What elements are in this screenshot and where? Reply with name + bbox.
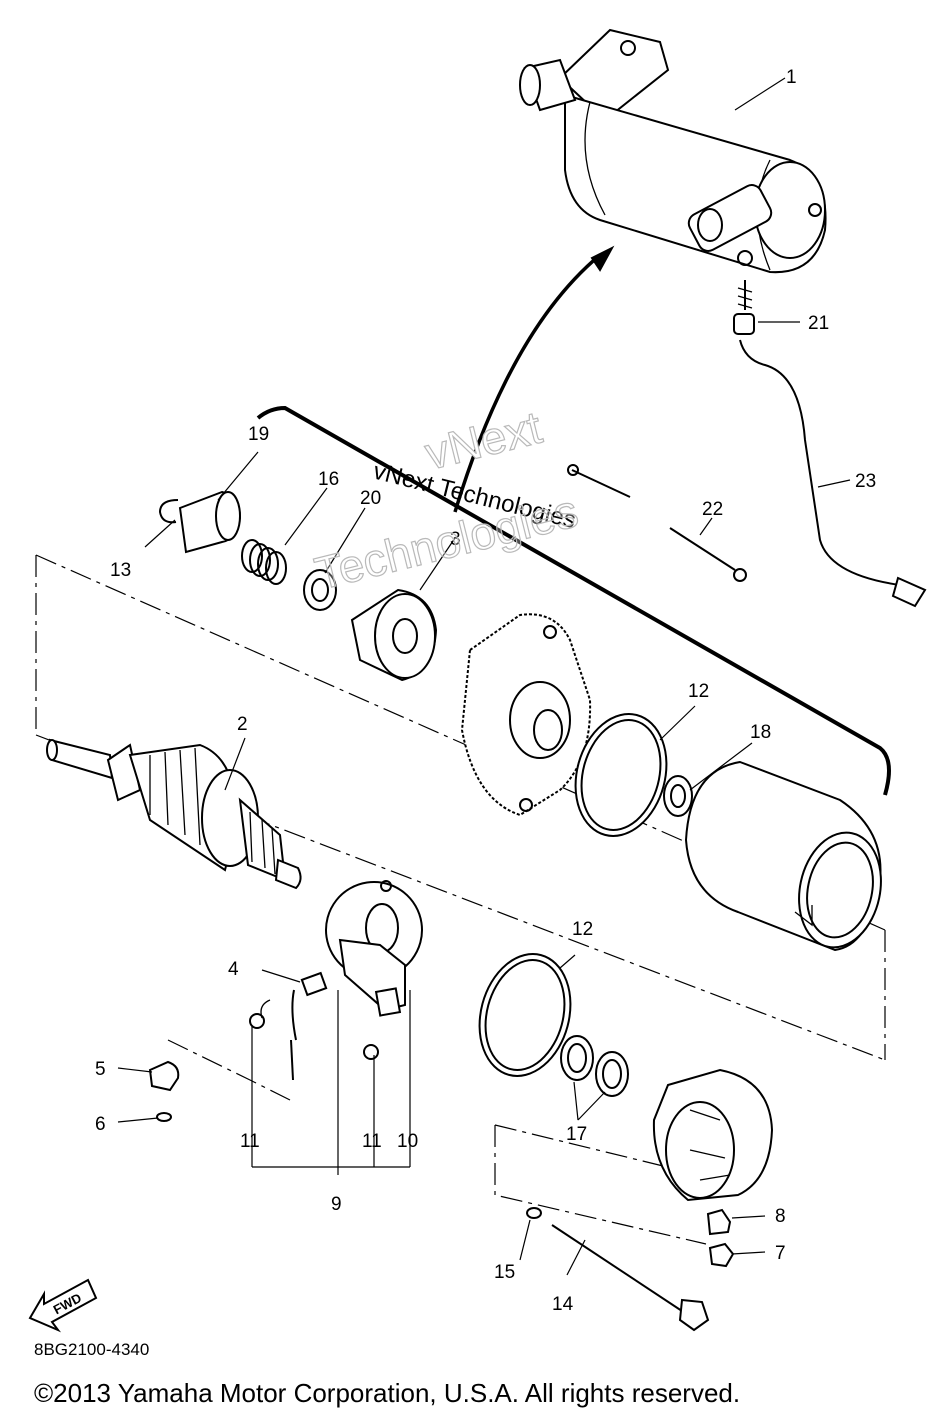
brush-plate — [148, 880, 423, 1122]
watermark-line-2: vNext — [420, 401, 547, 480]
callout-4: 4 — [228, 959, 239, 980]
callout-2: 2 — [237, 714, 248, 735]
callout-20: 20 — [360, 488, 381, 509]
sub-assembly-bracket — [256, 245, 891, 796]
callout-17: 17 — [566, 1124, 587, 1145]
callout-21: 21 — [808, 313, 829, 334]
pinion-parts — [158, 490, 438, 682]
yoke-housing — [684, 760, 882, 952]
cable-lead — [733, 313, 927, 608]
callout-22: 22 — [702, 499, 723, 520]
front-cover — [460, 613, 592, 817]
watermark: vNext Technologies vNext Technologies — [309, 400, 583, 600]
o-rings — [478, 713, 693, 1077]
callout-8: 8 — [775, 1206, 786, 1227]
callout-5: 5 — [95, 1059, 106, 1080]
callout-14: 14 — [552, 1294, 574, 1315]
callout-15: 15 — [494, 1262, 515, 1283]
fwd-direction-icon: FWD — [28, 1278, 98, 1333]
spring-16 — [241, 539, 287, 585]
callout-12-upper: 12 — [688, 681, 709, 702]
armature — [46, 738, 302, 890]
callout-11-right: 11 — [362, 1131, 382, 1152]
copyright-notice: ©2013 Yamaha Motor Corporation, U.S.A. A… — [34, 1378, 741, 1408]
rear-parts — [526, 1035, 774, 1332]
starter-motor-assembly — [519, 28, 827, 310]
callout-16: 16 — [318, 469, 339, 490]
long-bolt-22 — [567, 464, 747, 582]
callout-18: 18 — [750, 722, 771, 743]
callout-9: 9 — [331, 1194, 342, 1215]
callout-11-left: 11 — [240, 1131, 260, 1152]
callout-12-lower: 12 — [572, 919, 593, 940]
callout-3: 3 — [450, 529, 461, 550]
leader-lines — [117, 77, 851, 1276]
callout-23: 23 — [855, 471, 876, 492]
callout-labels: 1 2 3 4 5 6 7 8 9 10 11 11 12 12 13 14 1… — [95, 67, 876, 1315]
callout-6: 6 — [95, 1114, 106, 1135]
diagram-part-code: 8BG2100-4340 — [34, 1340, 150, 1359]
callout-13: 13 — [110, 560, 131, 581]
callout-1: 1 — [786, 67, 797, 88]
callout-19: 19 — [248, 424, 269, 445]
callout-10: 10 — [397, 1131, 418, 1152]
callout-7: 7 — [775, 1243, 786, 1264]
